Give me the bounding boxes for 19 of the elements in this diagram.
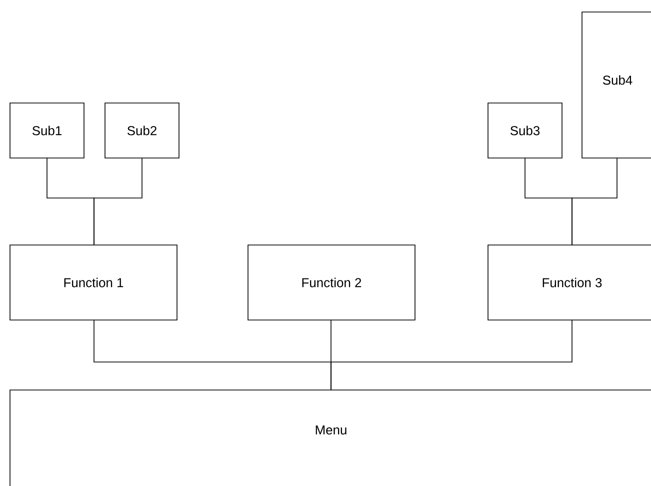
connector-line (94, 158, 142, 246)
function-box (10, 244, 178, 320)
sub-box (488, 102, 562, 158)
node-label: Sub1 (32, 126, 62, 136)
node-label: Menu (316, 425, 346, 435)
sub-box (10, 102, 84, 158)
node-label: Sub4 (602, 75, 632, 85)
function-box (248, 244, 416, 320)
sub-box (104, 102, 180, 158)
function-box (488, 244, 651, 320)
sub-box (582, 12, 651, 158)
node-label: Sub3 (510, 126, 540, 136)
node-label: Function 2 (302, 278, 362, 288)
connector-line (572, 158, 618, 246)
node-label: Sub2 (127, 126, 156, 136)
connector-line (330, 320, 572, 390)
node-label: Function 1 (64, 278, 124, 288)
node-label: Function 3 (542, 278, 602, 288)
menu-box (10, 390, 651, 486)
